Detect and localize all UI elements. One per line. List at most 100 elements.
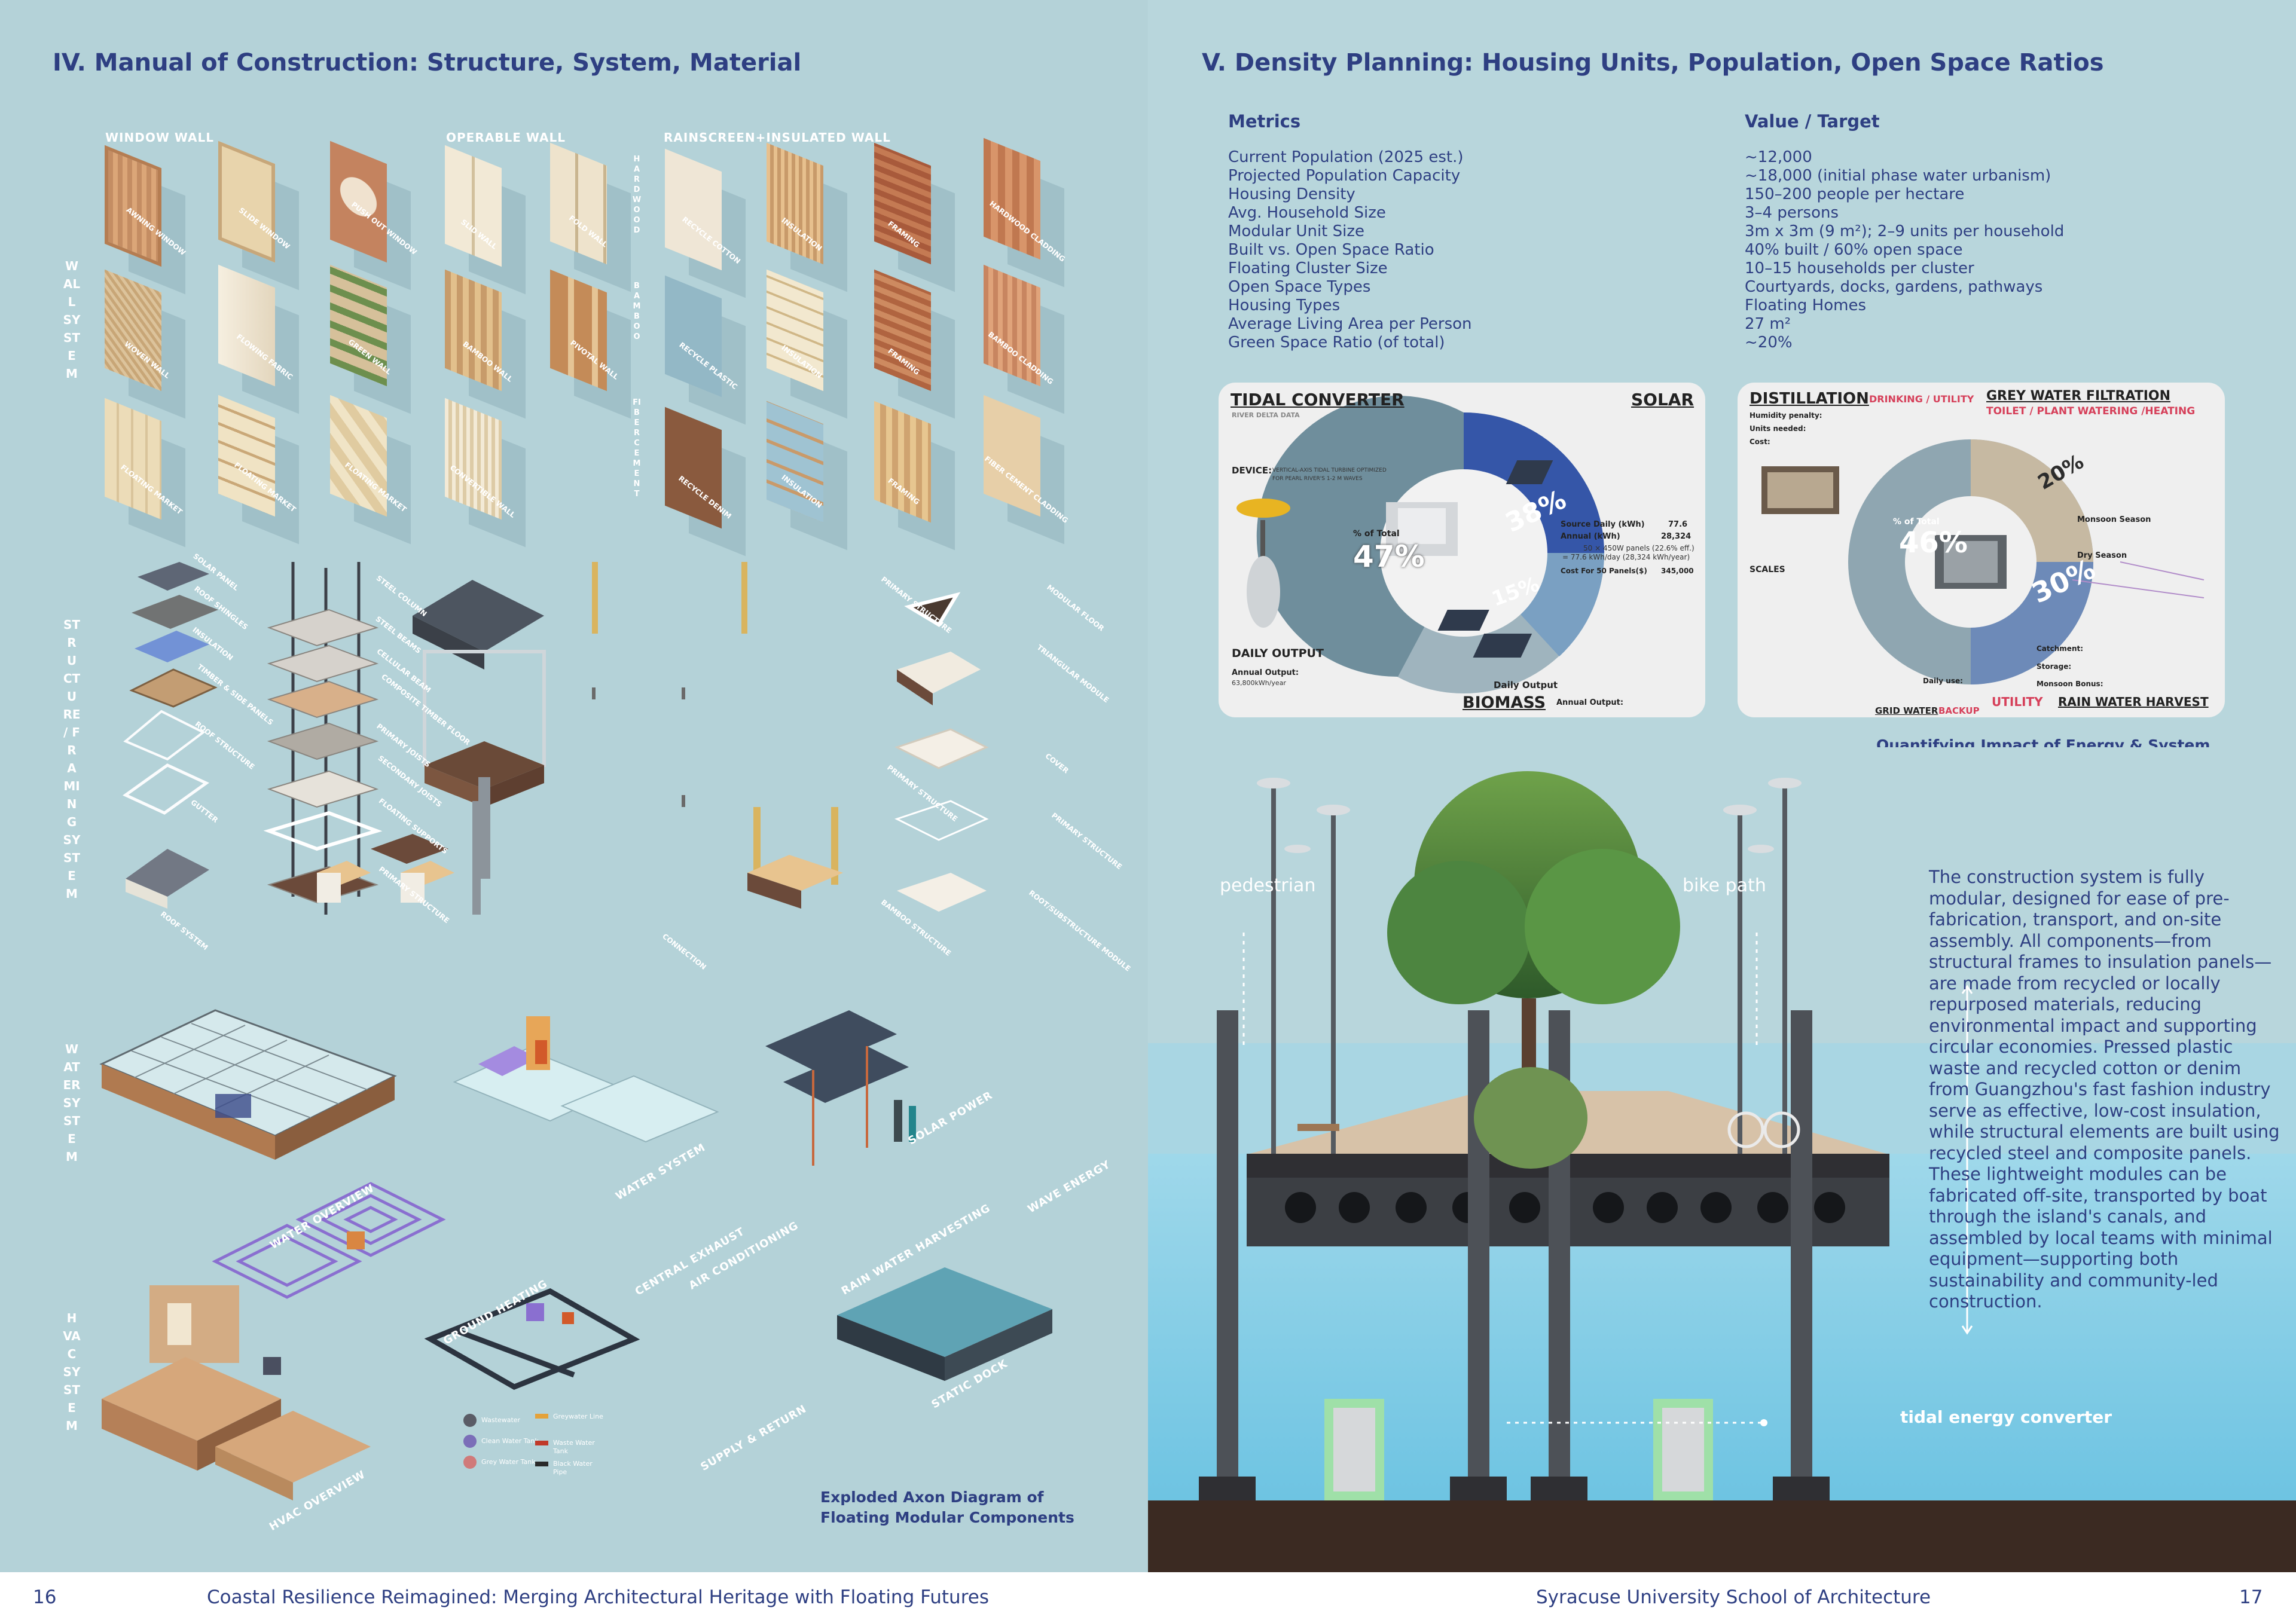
annual-output-value: 63,800kWh/year (1232, 679, 1286, 687)
page-footer: 16 Coastal Resilience Reimagined: Mergin… (0, 1572, 2296, 1623)
metric-value: 3m x 3m (9 m²); 2–9 units per household (1745, 222, 2065, 240)
metric-name: Housing Density (1228, 185, 1355, 203)
storage-label: Storage: (2037, 662, 2072, 671)
wall-panel (665, 148, 722, 271)
legend-item: Waste Water Tank (553, 1439, 595, 1455)
cost-label: Cost: (1750, 438, 1770, 446)
scales-label: SCALES (1750, 565, 1785, 574)
annual-kwh-value: 28,324 (1661, 532, 1692, 541)
wall-panel (330, 140, 387, 263)
monsoon-label: Monsoon Season (2077, 515, 2151, 524)
panels-text: 50 × 450W panels (22.6% eff.) (1583, 544, 1694, 552)
legend-item: Clean Water Tank (481, 1437, 539, 1445)
panels-text-2: = 77.6 kWh/day (28,324 kWh/year) (1562, 553, 1690, 561)
metric-name: Housing Types (1228, 297, 1341, 314)
toilet-label: TOILET / PLANT WATERING /HEATING (1986, 405, 2196, 417)
solar-heading: SOLAR (1631, 390, 1694, 409)
annual-kwh-label: Annual (kWh) (1561, 532, 1620, 541)
column-window-wall: WINDOW WALL (105, 130, 214, 145)
construction-body-text: The construction system is fully modular… (1929, 867, 2280, 1312)
pedestrian-label: pedestrian (1220, 875, 1316, 896)
water-infographic-card: DISTILLATION DRINKING / UTILITY GREY WAT… (1738, 383, 2225, 717)
metric-value: 150–200 people per hectare (1745, 185, 1965, 203)
source-daily-label: Source Daily (kWh) (1561, 520, 1645, 529)
wall-system-label: WALL SYSTEM (63, 259, 81, 381)
left-page: IV. Manual of Construction: Structure, S… (0, 0, 1148, 1572)
tidal-energy-converter-label: tidal energy converter (1900, 1407, 2112, 1427)
caption-line: Floating Modular Components (820, 1509, 1074, 1526)
legend-item: Black Water Pipe (553, 1460, 593, 1476)
utility-label: UTILITY (1992, 695, 2043, 709)
wall-panel (445, 269, 502, 392)
legend-item: Wastewater (481, 1416, 521, 1424)
of-total-tidal-label: % of Total (1353, 529, 1400, 539)
daily-output-biomass: Daily Output (1494, 680, 1558, 690)
legend-swatch (463, 1456, 477, 1469)
metric-name: Open Space Types (1228, 278, 1371, 296)
metric-row: Projected Population Capacity ~18,000 (in… (1228, 167, 2245, 185)
hvac-system-label: HVAC SYSTEM (63, 1311, 81, 1433)
metric-value: Courtyards, docks, gardens, pathways (1745, 278, 2043, 296)
wall-panel (984, 137, 1040, 260)
wall-panel (330, 395, 387, 517)
wall-panel (874, 269, 931, 392)
metric-row: Built vs. Open Space Ratio 40% built / 60… (1228, 241, 2245, 259)
metric-value: ~18,000 (initial phase water urbanism) (1745, 167, 2051, 185)
column-operable-wall: OPERABLE WALL (446, 130, 566, 145)
source-daily-value: 77.6 (1668, 520, 1688, 529)
metric-name: Modular Unit Size (1228, 222, 1364, 240)
metric-value: Floating Homes (1745, 297, 1867, 314)
biomass-heading: BIOMASS (1463, 693, 1546, 712)
wall-panel (550, 142, 607, 265)
units-needed-label: Units needed: (1750, 424, 1806, 433)
wall-panel (874, 401, 931, 523)
device-text: VERTICAL-AXIS TIDAL TURBINE OPTIMIZED FO… (1272, 467, 1387, 482)
pipe-legend: Wastewater Clean Water Tank Grey Water T… (463, 1413, 607, 1497)
metric-value: 3–4 persons (1745, 204, 1839, 222)
metric-row: Floating Cluster Size 10–15 households pe… (1228, 259, 2245, 278)
metrics-header: Metrics (1228, 111, 1301, 132)
wall-panel (105, 269, 161, 392)
material-hardwood: HARDWOOD (632, 155, 642, 235)
page-number-right: 17 (2239, 1587, 2263, 1608)
cost-panels-label: Cost For 50 Panels($) (1561, 567, 1647, 575)
legend-swatch (535, 1441, 548, 1445)
material-bamboo: BAMBOO (633, 282, 641, 341)
cost-panels-value: 345,000 (1661, 567, 1694, 575)
water-system-label: WATER SYSTEM (63, 1042, 81, 1164)
metric-name: Current Population (2025 est.) (1228, 148, 1464, 166)
wall-panel (665, 275, 722, 398)
metric-row: Current Population (2025 est.) ~12,000 (1228, 148, 2245, 167)
metric-value: ~12,000 (1745, 148, 1812, 166)
metric-value: 10–15 households per cluster (1745, 259, 1974, 277)
monsoon-bonus-label: Monsoon Bonus: (2037, 680, 2103, 688)
bike-path-label: bike path (1683, 875, 1766, 896)
wall-panel (218, 140, 275, 263)
right-section-title: V. Density Planning: Housing Units, Popu… (1202, 49, 2104, 77)
annual-output-biomass: Annual Output: (1556, 698, 1624, 707)
daily-output-label: DAILY OUTPUT (1232, 647, 1324, 660)
dry-season-label: Dry Season (2077, 551, 2127, 560)
grey-water-heading: GREY WATER FILTRATION (1986, 389, 2171, 404)
metric-name: Built vs. Open Space Ratio (1228, 241, 1434, 259)
device-label: DEVICE: (1232, 465, 1272, 476)
river-delta-label: RIVER DELTA DATA (1232, 411, 1300, 419)
metric-value: 40% built / 60% open space (1745, 241, 1963, 259)
wall-panel (218, 264, 275, 387)
annual-output-label: Annual Output: (1232, 668, 1299, 677)
water-pie-graphic (1761, 439, 2205, 684)
metric-name: Projected Population Capacity (1228, 167, 1461, 185)
catchment-label: Catchment: (2037, 644, 2084, 653)
caption-line: Exploded Axon Diagram of (820, 1488, 1044, 1506)
metric-row: Green Space Ratio (of total)~20% (1228, 334, 2245, 352)
column-rainscreen-wall: RAINSCREEN+INSULATED WALL (664, 130, 891, 145)
metric-name: Floating Cluster Size (1228, 259, 1388, 277)
rain-water-harvest-heading: RAIN WATER HARVEST (2058, 695, 2209, 709)
footer-book-title: Coastal Resilience Reimagined: Merging A… (207, 1587, 989, 1608)
backup-label: BACKUP (1938, 705, 1980, 716)
legend-swatch (535, 1414, 548, 1419)
exploded-axon-caption: Exploded Axon Diagram of Floating Modula… (820, 1487, 1074, 1528)
